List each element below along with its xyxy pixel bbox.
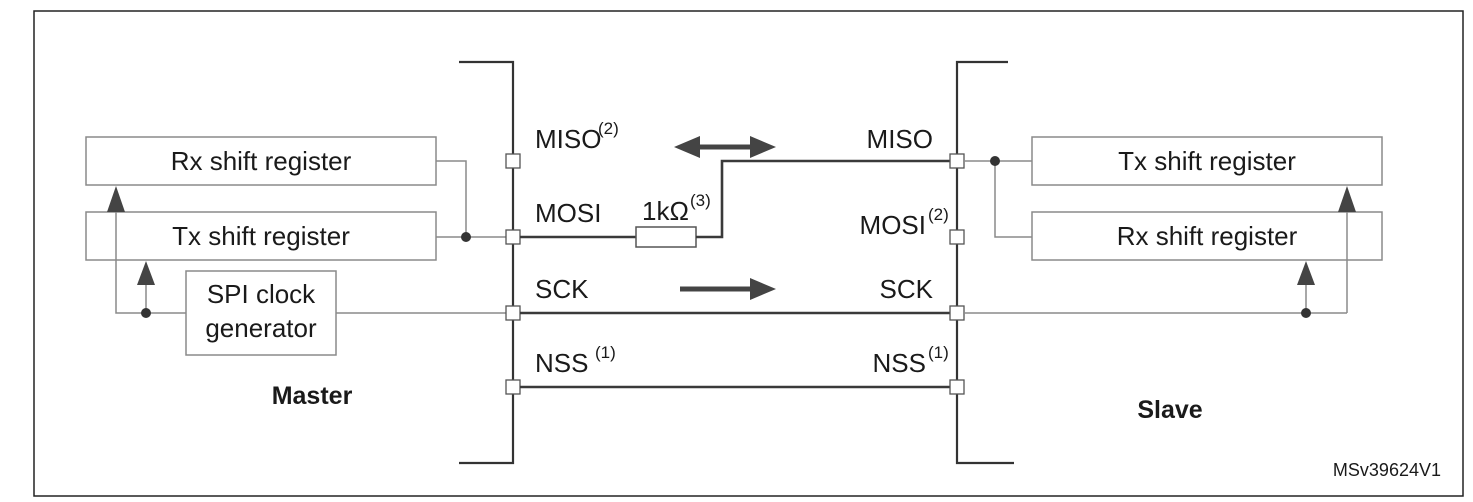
master-rx-clock-arrow-icon <box>107 186 125 212</box>
master-rx-shift-register-box <box>85 136 437 186</box>
bidirectional-arrow-icon <box>674 136 776 158</box>
slave-sck-junction-dot <box>1301 308 1311 318</box>
master-mosi-junction-dot <box>461 232 471 242</box>
slave-mosi-note: (2) <box>928 205 949 224</box>
master-clock-junction-dot <box>141 308 151 318</box>
master-sck-label: SCK <box>535 274 589 304</box>
slave-sck-pin <box>949 305 965 321</box>
slave-miso-to-rx-line <box>994 161 1032 238</box>
resistor-symbol <box>635 226 697 248</box>
master-tx-shift-register-label: Tx shift register <box>172 221 350 251</box>
spi-clock-generator-label-line2: generator <box>205 313 317 343</box>
slave-device: MISO MOSI (2) SCK NSS (1) Tx shift regis… <box>860 60 1383 465</box>
master-device: Rx shift register Tx shift register SPI … <box>85 60 619 465</box>
master-label: Master <box>272 382 353 410</box>
slave-rx-clock-arrow-icon <box>1297 261 1315 285</box>
slave-tx-shift-register-label: Tx shift register <box>1118 146 1296 176</box>
slave-nss-pin <box>949 379 965 395</box>
slave-label: Slave <box>1137 396 1202 424</box>
master-tx-clock-arrow-icon <box>137 261 155 285</box>
resistor-label: 1kΩ <box>642 196 689 226</box>
slave-rx-shift-register-box <box>1031 211 1383 261</box>
master-rx-to-mosi-line <box>436 160 467 237</box>
master-miso-pin <box>505 153 521 169</box>
slave-miso-label: MISO <box>867 124 933 154</box>
master-nss-pin <box>505 379 521 395</box>
spi-clock-generator-label-line1: SPI clock <box>207 279 316 309</box>
master-clock-line <box>115 210 186 314</box>
resistor-note: (3) <box>690 191 711 210</box>
sck-direction-arrow-icon <box>680 278 776 300</box>
master-miso-label: MISO <box>535 124 601 154</box>
spi-bus: 1kΩ (3) <box>520 136 950 389</box>
master-nss-note: (1) <box>595 343 616 362</box>
master-rx-shift-register-label: Rx shift register <box>171 146 352 176</box>
master-sck-pin <box>505 305 521 321</box>
master-miso-note: (2) <box>598 119 619 138</box>
figure-id: MSv39624V1 <box>1333 460 1441 480</box>
master-boundary-bar <box>459 60 515 465</box>
master-mosi-label: MOSI <box>535 198 601 228</box>
slave-tx-shift-register-box <box>1031 136 1383 186</box>
master-mosi-pin <box>505 229 521 245</box>
master-tx-shift-register-box <box>85 211 437 261</box>
master-nss-label: NSS <box>535 348 588 378</box>
slave-tx-clock-arrow-icon <box>1338 186 1356 212</box>
slave-miso-pin <box>949 153 965 169</box>
slave-miso-junction-dot <box>990 156 1000 166</box>
slave-sck-label: SCK <box>880 274 934 304</box>
figure-frame <box>33 10 1464 497</box>
slave-nss-label: NSS <box>873 348 926 378</box>
slave-mosi-pin <box>949 229 965 245</box>
slave-boundary-bar <box>955 60 1014 465</box>
slave-mosi-label: MOSI <box>860 210 926 240</box>
slave-nss-note: (1) <box>928 343 949 362</box>
mosi-miso-wire-right <box>696 159 950 239</box>
slave-rx-shift-register-label: Rx shift register <box>1117 221 1298 251</box>
